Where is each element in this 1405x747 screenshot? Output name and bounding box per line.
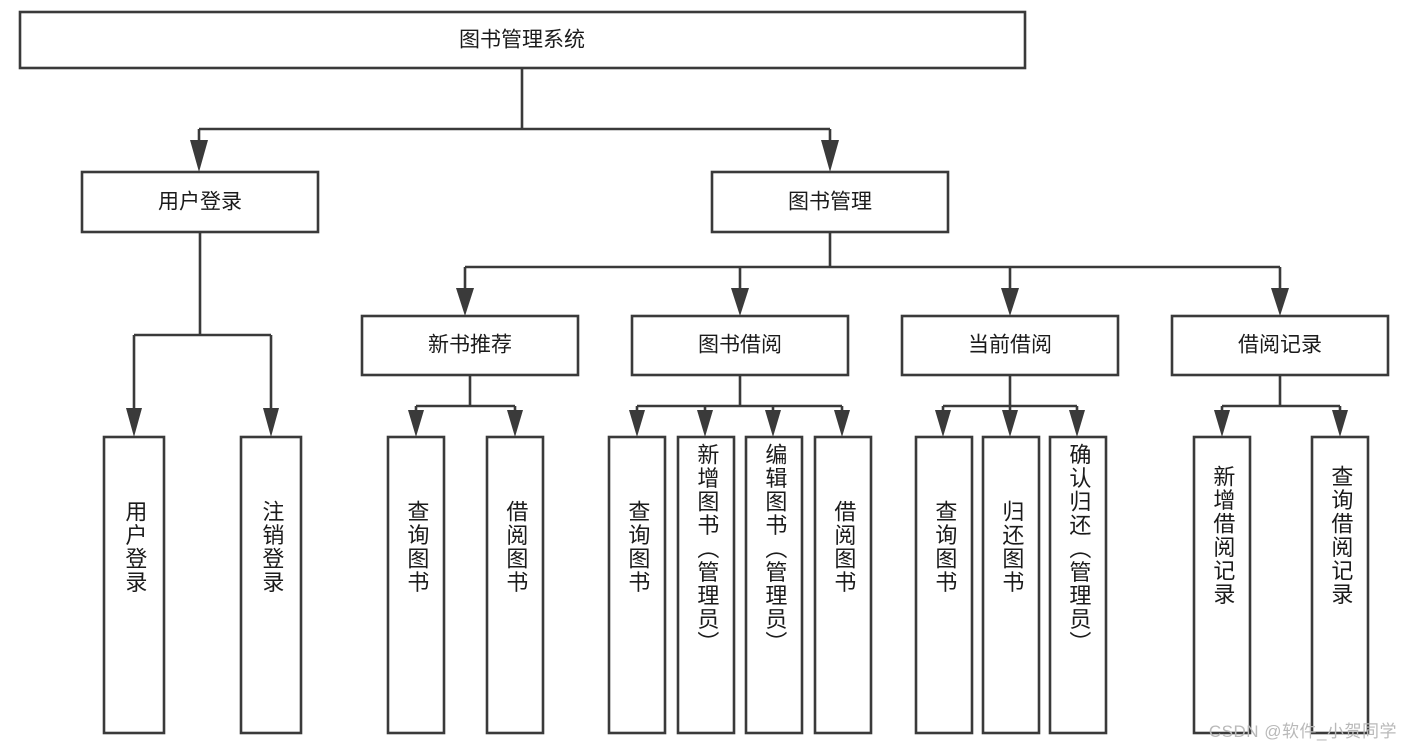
- leaf-box-user-login[interactable]: [102, 435, 166, 735]
- node-root[interactable]: 图书管理系统: [18, 10, 1027, 70]
- arrowhead-book-manage: [821, 140, 839, 172]
- leaf-box-add-record[interactable]: [1192, 435, 1252, 735]
- arrowhead-user-login: [190, 140, 208, 172]
- root-box: [18, 10, 1027, 70]
- arrowhead-leaf-user-logout: [263, 408, 279, 437]
- user-login-label: 用户登录: [158, 191, 242, 214]
- node-current-borrow[interactable]: 当前借阅: [900, 314, 1120, 377]
- leaf-box-borrow-book-2[interactable]: [813, 435, 873, 735]
- borrow-record-label: 借阅记录: [1238, 334, 1322, 357]
- arrowhead-current-borrow: [1001, 288, 1019, 316]
- borrow-record-box: [1170, 314, 1390, 377]
- arrowhead-leaf-confirm-return: [1069, 410, 1085, 437]
- leaf-box-query-book-1[interactable]: [386, 435, 446, 735]
- book-manage-label: 图书管理: [788, 191, 872, 214]
- arrowhead-leaf-query-record: [1332, 410, 1348, 437]
- arrowhead-leaf-query-book-3: [935, 410, 951, 437]
- book-borrow-label: 图书借阅: [698, 334, 782, 357]
- current-borrow-label: 当前借阅: [968, 334, 1052, 357]
- leaf-box-query-book-3[interactable]: [914, 435, 974, 735]
- node-borrow-record[interactable]: 借阅记录: [1170, 314, 1390, 377]
- leaf-box-edit-book[interactable]: [744, 435, 804, 735]
- node-book-manage[interactable]: 图书管理: [710, 170, 950, 234]
- arrowhead-book-borrow: [731, 288, 749, 316]
- leaf-box-borrow-book-1[interactable]: [485, 435, 545, 735]
- leaf-box-confirm-return[interactable]: [1048, 435, 1108, 735]
- arrowhead-leaf-query-book-2: [629, 410, 645, 437]
- arrowhead-leaf-borrow-book-1: [507, 410, 523, 437]
- arrowhead-leaf-return-book: [1002, 410, 1018, 437]
- book-borrow-box: [630, 314, 850, 377]
- arrowhead-leaf-edit-book: [765, 410, 781, 437]
- leaf-box-user-logout[interactable]: [239, 435, 303, 735]
- arrowhead-new-book-recommend: [456, 288, 474, 316]
- leaf-box-query-book-2[interactable]: [607, 435, 667, 735]
- new-book-recommend-label: 新书推荐: [428, 334, 512, 357]
- node-new-book-recommend[interactable]: 新书推荐: [360, 314, 580, 377]
- csdn-watermark: CSDN @软件_小贺同学: [1208, 722, 1397, 741]
- leaf-box-return-book[interactable]: [981, 435, 1041, 735]
- arrowhead-borrow-record: [1271, 288, 1289, 316]
- arrowhead-leaf-add-record: [1214, 410, 1230, 437]
- arrowhead-leaf-borrow-book-2: [834, 410, 850, 437]
- new-book-recommend-box: [360, 314, 580, 377]
- arrowhead-leaf-query-book-1: [408, 410, 424, 437]
- root-label: 图书管理系统: [459, 29, 585, 52]
- arrowhead-leaf-user-login: [126, 408, 142, 437]
- leaf-box-query-record[interactable]: [1310, 435, 1370, 735]
- node-book-borrow[interactable]: 图书借阅: [630, 314, 850, 377]
- node-user-login[interactable]: 用户登录: [80, 170, 320, 234]
- current-borrow-box: [900, 314, 1120, 377]
- leaf-box-add-book[interactable]: [676, 435, 736, 735]
- arrowhead-leaf-add-book: [697, 410, 713, 437]
- book-manage-box: [710, 170, 950, 234]
